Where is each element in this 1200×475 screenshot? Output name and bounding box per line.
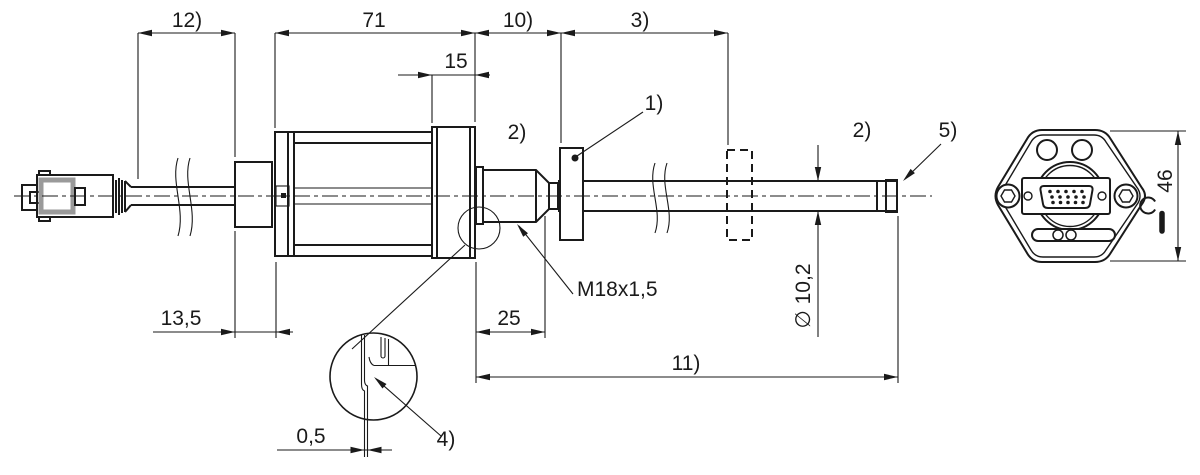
guide-hole [1071,139,1093,161]
break-line [187,157,193,237]
body-end-cap [431,126,476,259]
side-view [14,126,932,350]
break-line [664,162,670,234]
dim-diameter-label: ∅ 10,2 [792,264,815,329]
wrench-icon [1139,196,1165,234]
hex-screw [995,183,1021,209]
dim-25-label: 25 [497,307,520,330]
dim-12-label: 12) [172,9,202,32]
dimensions: 12) 71 10) 3) 15 13,5 25 11) ∅ 10,2 [137,9,899,454]
break-line [175,157,181,237]
dim-13-5-label: 13,5 [161,307,202,330]
position-marker-flange-phantom [726,149,753,241]
mounting-collar [234,161,273,228]
dim-wrench-size-label: 46 [1154,169,1177,192]
dim-3-label: 3) [631,9,650,32]
dsub-shell [1039,185,1094,209]
callout-2-left-label: 2) [508,121,527,144]
dim-71-label: 71 [362,9,385,32]
wrench-size-dimension: 46 [1110,130,1186,262]
thread-label: M18x1,5 [577,278,658,301]
body-tube [293,131,433,257]
position-marker-flange [559,147,584,241]
dsub-pins [1048,189,1086,205]
dim-0-5-label: 0,5 [296,425,325,448]
guide-hole [1036,139,1058,161]
callouts: 1) 2) 2) 5) 4) [374,92,957,451]
dim-11-label: 11) [672,352,701,375]
sensor-body [234,126,484,259]
detail-indicator-circle [457,206,501,250]
hex-flange-outer [994,129,1146,263]
hex-screw [1113,183,1139,209]
dim-15-label: 15 [444,50,467,73]
break-line [652,162,658,234]
callout-1-label: 1) [645,92,664,115]
callout-2-right-label: 2) [853,119,872,142]
detail-view [329,332,418,457]
callout-4-label: 4) [437,428,456,451]
cable [131,157,235,237]
end-view: 46 [994,129,1186,263]
callout-5-label: 5) [939,119,958,142]
dim-10-label: 10) [503,9,533,32]
